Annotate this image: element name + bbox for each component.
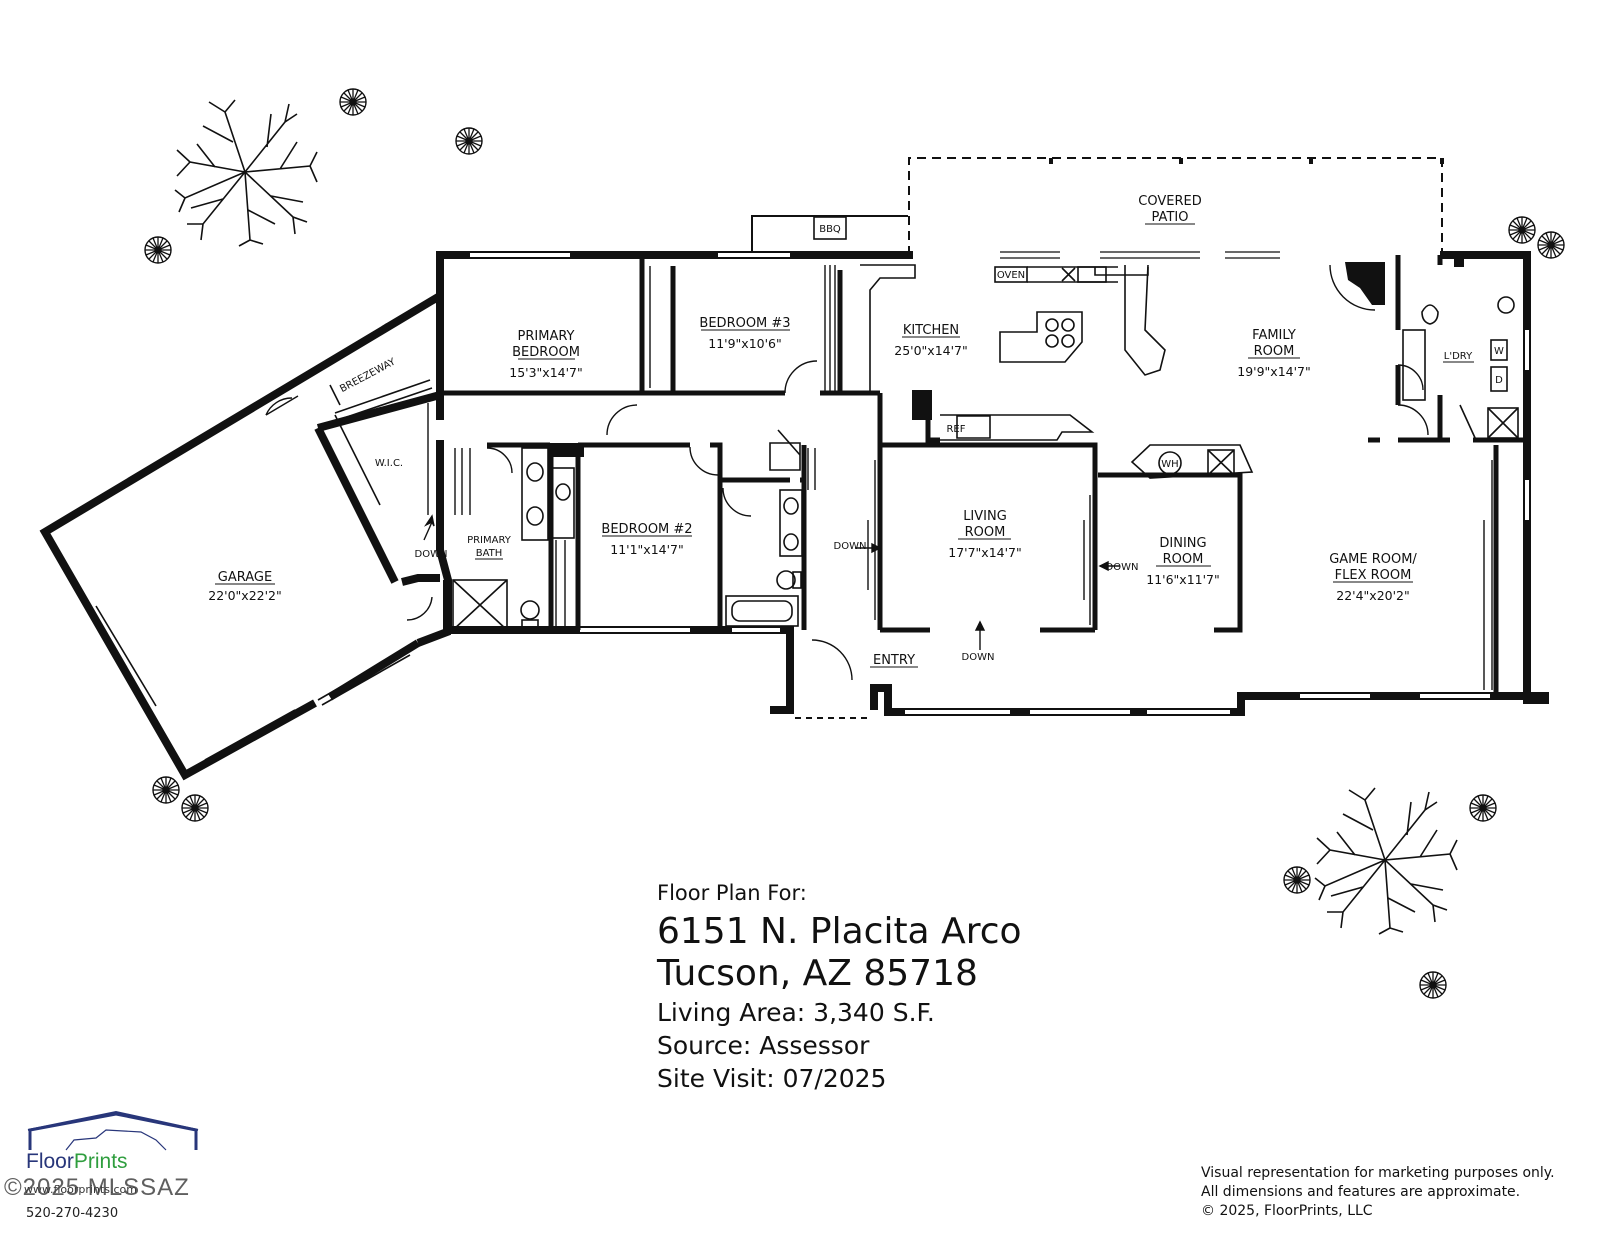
interior-walls bbox=[440, 255, 1527, 696]
fireplace bbox=[1345, 262, 1385, 305]
disclaimer: Visual representation for marketing purp… bbox=[1201, 1164, 1555, 1221]
garage-down-label: DOWN bbox=[415, 549, 448, 560]
dining-down-label: DOWN bbox=[1106, 562, 1139, 573]
primary-bath-label-2: BATH bbox=[476, 548, 503, 559]
bedroom2-label: BEDROOM #2 bbox=[601, 522, 692, 537]
bbq-counter bbox=[751, 215, 908, 255]
bath-fixtures bbox=[452, 429, 803, 631]
family-room-label: FAMILY bbox=[1252, 328, 1296, 343]
game-room-label: GAME ROOM/ bbox=[1329, 552, 1417, 567]
bbq-grill bbox=[813, 216, 847, 240]
shrub-icon bbox=[1419, 971, 1447, 999]
info-city: Tucson, AZ 85718 bbox=[657, 953, 978, 994]
logo-brand-floor: Floor bbox=[26, 1150, 74, 1173]
floorprints-logo: FloorPrints www.floorprints.com ©2025 ML… bbox=[4, 1110, 264, 1221]
tree-icon bbox=[174, 99, 318, 247]
wic-label: W.I.C. bbox=[375, 458, 403, 469]
breezeway-dashes bbox=[384, 299, 441, 326]
logo-brand-prints: Prints bbox=[73, 1150, 128, 1173]
laundry-label: L'DRY bbox=[1444, 351, 1473, 362]
game-room-dim: 22'4"x20'2" bbox=[1336, 588, 1410, 603]
covered-patio-outline bbox=[908, 157, 1443, 255]
shrub-icon bbox=[1537, 231, 1565, 259]
tree-icon bbox=[1314, 787, 1458, 935]
logo-brand: FloorPrints bbox=[26, 1150, 128, 1174]
kitchen-dim: 25'0"x14'7" bbox=[894, 343, 968, 358]
garage-dim: 22'0"x22'2" bbox=[208, 588, 282, 603]
info-source: Source: Assessor bbox=[657, 1031, 870, 1060]
living-room-dim: 17'7"x14'7" bbox=[948, 545, 1022, 560]
shrub-icon bbox=[1508, 216, 1536, 244]
bbq-label: BBQ bbox=[819, 224, 841, 235]
closet-doors bbox=[427, 265, 1493, 690]
garage-window bbox=[89, 605, 157, 711]
bedroom3-label: BEDROOM #3 bbox=[699, 316, 790, 331]
living-room-label: LIVING bbox=[963, 509, 1007, 524]
ref-label: REF bbox=[946, 424, 965, 435]
garage-label: GARAGE bbox=[218, 570, 272, 585]
covered-patio-label: COVERED bbox=[1138, 194, 1201, 209]
house-logo-icon bbox=[27, 1110, 199, 1151]
breezeway-label: BREEZEWAY bbox=[338, 356, 398, 395]
living-down-label: DOWN bbox=[834, 541, 867, 552]
step-arrows bbox=[423, 514, 1120, 650]
disclaimer-line-3: © 2025, FloorPrints, LLC bbox=[1201, 1203, 1373, 1219]
family-room-dim: 19'9"x14'7" bbox=[1237, 364, 1311, 379]
kitchen-label: KITCHEN bbox=[903, 323, 959, 338]
info-heading: Floor Plan For: bbox=[657, 881, 807, 905]
water-heater-label: WH bbox=[1161, 459, 1178, 470]
covered-patio-label-2: PATIO bbox=[1152, 210, 1189, 225]
family-room-label-2: ROOM bbox=[1254, 344, 1295, 359]
entry-label: ENTRY bbox=[873, 653, 915, 668]
label-underlines bbox=[215, 223, 1474, 668]
game-room-label-2: FLEX ROOM bbox=[1335, 568, 1412, 583]
logo-url: www.floorprints.com bbox=[24, 1183, 137, 1196]
dryer-label: D bbox=[1495, 375, 1503, 386]
living-down-label-2: DOWN bbox=[962, 652, 995, 663]
property-info: Floor Plan For: 6151 N. Placita Arco Tuc… bbox=[657, 881, 1022, 1093]
info-street: 6151 N. Placita Arco bbox=[657, 911, 1022, 952]
dining-room-dim: 11'6"x11'7" bbox=[1146, 572, 1220, 587]
disclaimer-line-1: Visual representation for marketing purp… bbox=[1201, 1165, 1555, 1181]
primary-bedroom-dim: 15'3"x14'7" bbox=[509, 365, 583, 380]
primary-bath-label: PRIMARY bbox=[467, 535, 512, 546]
washer-label: W bbox=[1494, 346, 1504, 357]
disclaimer-line-2: All dimensions and features are approxim… bbox=[1201, 1184, 1521, 1200]
dining-room-label-2: ROOM bbox=[1163, 552, 1204, 567]
door-swings bbox=[406, 264, 1429, 681]
dining-room-label: DINING bbox=[1159, 536, 1206, 551]
info-living-area: Living Area: 3,340 S.F. bbox=[657, 998, 935, 1027]
primary-bedroom-label: PRIMARY bbox=[518, 329, 575, 344]
garage-door-2 bbox=[317, 649, 411, 706]
mls-watermark: ©2025 MLSSAZ bbox=[4, 1174, 190, 1201]
shrub-icon bbox=[1469, 794, 1497, 822]
exterior-walls bbox=[416, 251, 1549, 716]
shrub-icon bbox=[1283, 866, 1311, 894]
utility-closet bbox=[1130, 444, 1254, 479]
bedroom3-dim: 11'9"x10'6" bbox=[708, 336, 782, 351]
laundry-fixtures bbox=[1402, 296, 1519, 441]
oven-label: OVEN bbox=[997, 270, 1025, 281]
windows bbox=[470, 253, 1529, 714]
primary-bedroom-label-2: BEDROOM bbox=[512, 345, 580, 360]
shrub-icon bbox=[455, 127, 483, 155]
kitchen-fixtures bbox=[860, 264, 1166, 441]
shrub-icon bbox=[144, 236, 172, 264]
shrub-icon bbox=[339, 88, 367, 116]
logo-phone: 520-270-4230 bbox=[26, 1206, 119, 1221]
bedroom2-dim: 11'1"x14'7" bbox=[610, 542, 684, 557]
living-room-label-2: ROOM bbox=[965, 525, 1006, 540]
breezeway-wall bbox=[334, 379, 433, 421]
garage-door-1 bbox=[204, 709, 299, 766]
shrub-icon bbox=[181, 794, 209, 822]
room-labels: COVERED PATIO BBQ PRIMARY BEDROOM 15'3"x… bbox=[208, 194, 1504, 668]
shrub-icon bbox=[152, 776, 180, 804]
info-site-visit: Site Visit: 07/2025 bbox=[657, 1064, 887, 1093]
